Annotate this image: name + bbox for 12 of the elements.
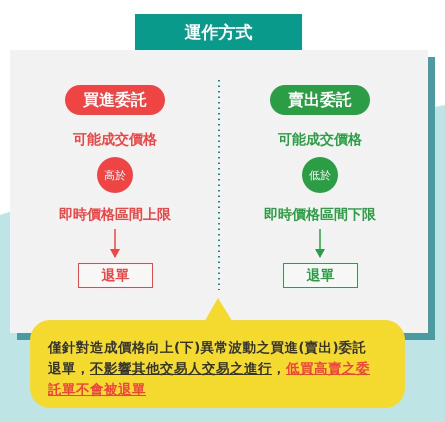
result-box: 退單 <box>78 263 153 288</box>
note-callout: 僅針對造成價格向上(下)異常波動之買進(賣出)委託退單，不影響其他交易人交易之進行，低買高賣之委託單不會被退單 <box>30 320 405 408</box>
price-label: 即時價格區間下限 <box>250 205 390 225</box>
arrow <box>110 229 120 258</box>
result-box: 退單 <box>283 263 358 288</box>
arrow <box>315 229 325 258</box>
price-label: 可能成交價格 <box>260 130 380 150</box>
price-label: 可能成交價格 <box>55 130 175 150</box>
order-type-pill: 賣出委託 <box>270 85 370 115</box>
title-banner: 運作方式 <box>135 14 302 50</box>
order-type-pill: 買進委託 <box>65 85 165 115</box>
price-label: 即時價格區間上限 <box>45 205 185 225</box>
